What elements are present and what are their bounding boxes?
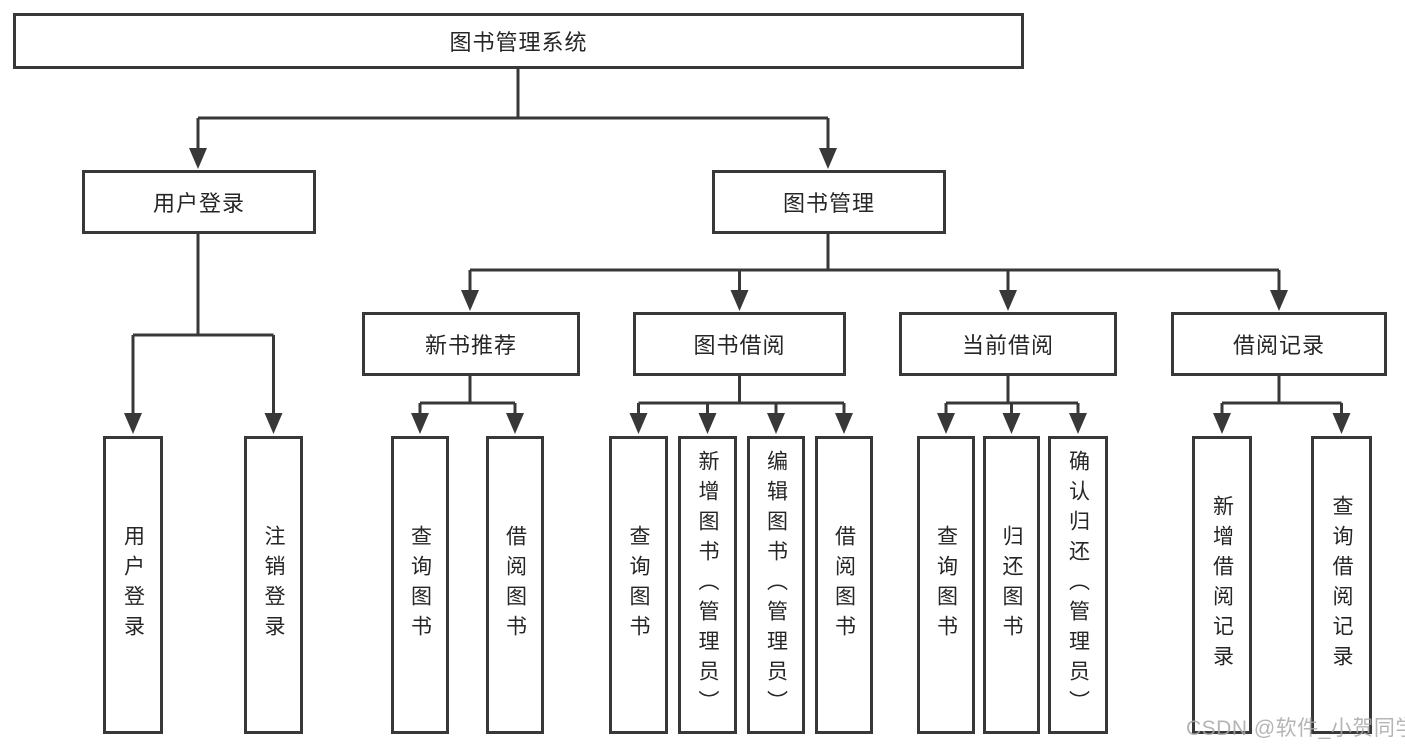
leaf-borrowing-query-books: 查询图书 [609, 436, 668, 734]
leaf-current-query-books: 查询图书 [917, 436, 975, 734]
node-user-login: 用户登录 [82, 170, 316, 234]
leaf-borrowing-borrow-books: 借阅图书 [815, 436, 873, 734]
leaf-recommend-query-books: 查询图书 [391, 436, 449, 734]
leaf-current-return-books: 归还图书 [983, 436, 1040, 734]
leaf-recommend-borrow-books: 借阅图书 [486, 436, 544, 734]
leaf-current-confirm-return-admin: 确认归还（管理员） [1048, 436, 1108, 734]
node-book-borrowing: 图书借阅 [633, 312, 846, 376]
node-new-book-recommend: 新书推荐 [362, 312, 580, 376]
leaf-user-login: 用户登录 [103, 436, 163, 734]
leaf-records-query-record: 查询借阅记录 [1311, 436, 1372, 734]
leaf-borrowing-add-books-admin: 新增图书（管理员） [678, 436, 737, 734]
leaf-borrowing-edit-books-admin: 编辑图书（管理员） [747, 436, 805, 734]
node-library-system: 图书管理系统 [13, 13, 1024, 69]
leaf-records-add-record: 新增借阅记录 [1192, 436, 1252, 734]
connector-paths [131, 69, 1343, 417]
node-book-management: 图书管理 [712, 170, 946, 234]
leaf-logout: 注销登录 [244, 436, 303, 734]
arrowhead-icons [124, 148, 1351, 434]
node-borrowing-records: 借阅记录 [1171, 312, 1387, 376]
watermark: CSDN @软件_小贺同学 [1186, 717, 1405, 740]
node-current-borrowing: 当前借阅 [899, 312, 1117, 376]
